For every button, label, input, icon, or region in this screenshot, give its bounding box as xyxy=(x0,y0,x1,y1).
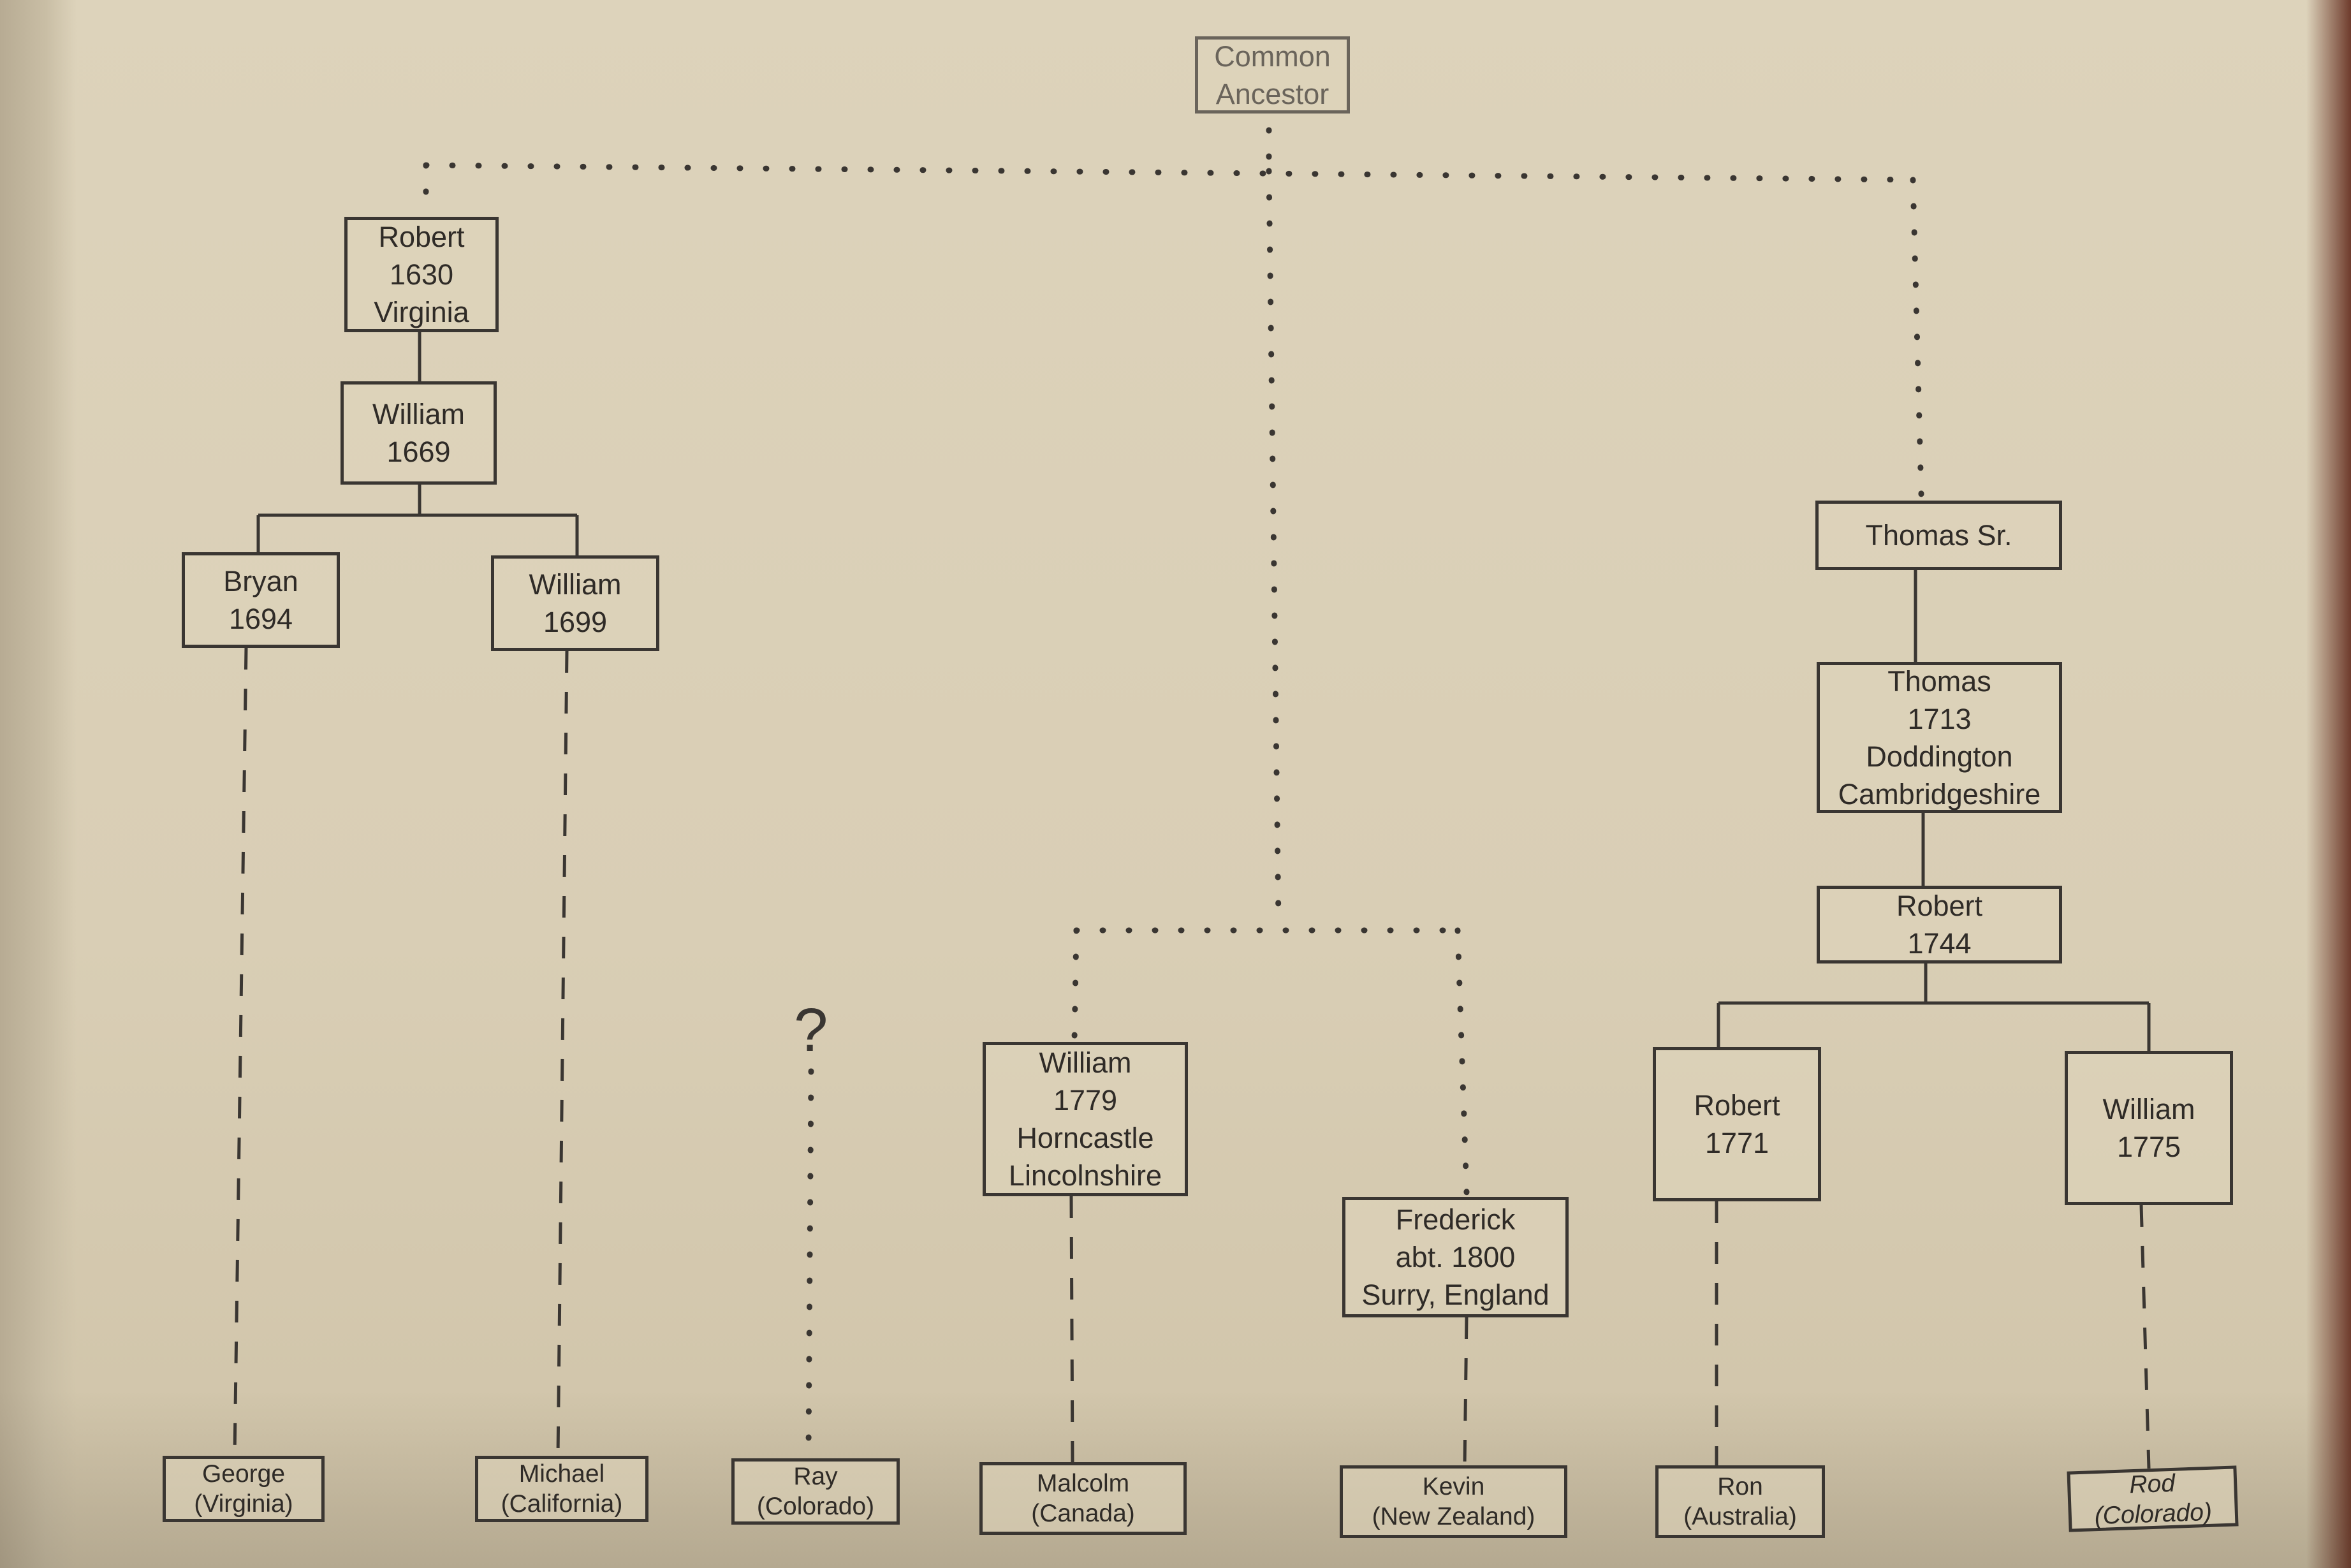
william-1669-box: William 1669 xyxy=(341,381,497,485)
descendant-kevin: Kevin (New Zealand) xyxy=(1340,1465,1567,1538)
dotted-center-spine xyxy=(1266,168,1282,923)
paper-right-edge xyxy=(2306,0,2351,1568)
dashed-bryan-george xyxy=(233,647,248,1456)
robert-1630-box: Robert 1630 Virginia xyxy=(344,217,499,332)
thomas-1713-box: Thomas 1713 Doddington Cambridgeshire xyxy=(1817,662,2062,813)
dotted-ray-link xyxy=(805,1068,814,1451)
william-1779-box: William 1779 Horncastle Lincolnshire xyxy=(983,1042,1188,1196)
frederick-1800-box: Frederick abt. 1800 Surry, England xyxy=(1342,1197,1569,1317)
robert-1771-box: Robert 1771 xyxy=(1653,1047,1821,1201)
descendant-malcolm: Malcolm (Canada) xyxy=(979,1462,1187,1535)
unknown-link-question-mark: ? xyxy=(794,996,828,1064)
dashed-william1775-rod xyxy=(2139,1205,2151,1469)
descendant-george: George (Virginia) xyxy=(163,1456,325,1522)
dotted-center-to-william1779 xyxy=(1071,927,1080,1043)
common-ancestor-box: Common Ancestor xyxy=(1195,36,1350,114)
paper-left-edge xyxy=(0,0,77,1568)
descendant-ray: Ray (Colorado) xyxy=(731,1458,900,1525)
solid-connectors xyxy=(256,332,2151,1051)
dashed-frederick-kevin xyxy=(1463,1317,1468,1466)
dotted-top-bar xyxy=(423,162,1916,183)
descendant-rod: Rod (Colorado) xyxy=(2067,1465,2239,1532)
dotted-top-to-thomassr xyxy=(1910,177,1924,497)
dotted-connectors xyxy=(423,127,1924,1451)
dotted-center-to-frederick xyxy=(1454,927,1470,1196)
william-1775-box: William 1775 xyxy=(2065,1051,2233,1205)
descendant-michael: Michael (California) xyxy=(475,1456,648,1522)
dashed-connectors xyxy=(233,647,2151,1469)
dashed-william1699-michael xyxy=(556,650,569,1456)
dashed-william1779-malcolm xyxy=(1069,1196,1074,1463)
descendant-ron: Ron (Australia) xyxy=(1655,1465,1825,1538)
william-1699-box: William 1699 xyxy=(491,555,659,651)
robert-1744-box: Robert 1744 xyxy=(1817,886,2062,964)
bryan-1694-box: Bryan 1694 xyxy=(182,552,340,648)
thomas-sr-box: Thomas Sr. xyxy=(1815,501,2062,570)
